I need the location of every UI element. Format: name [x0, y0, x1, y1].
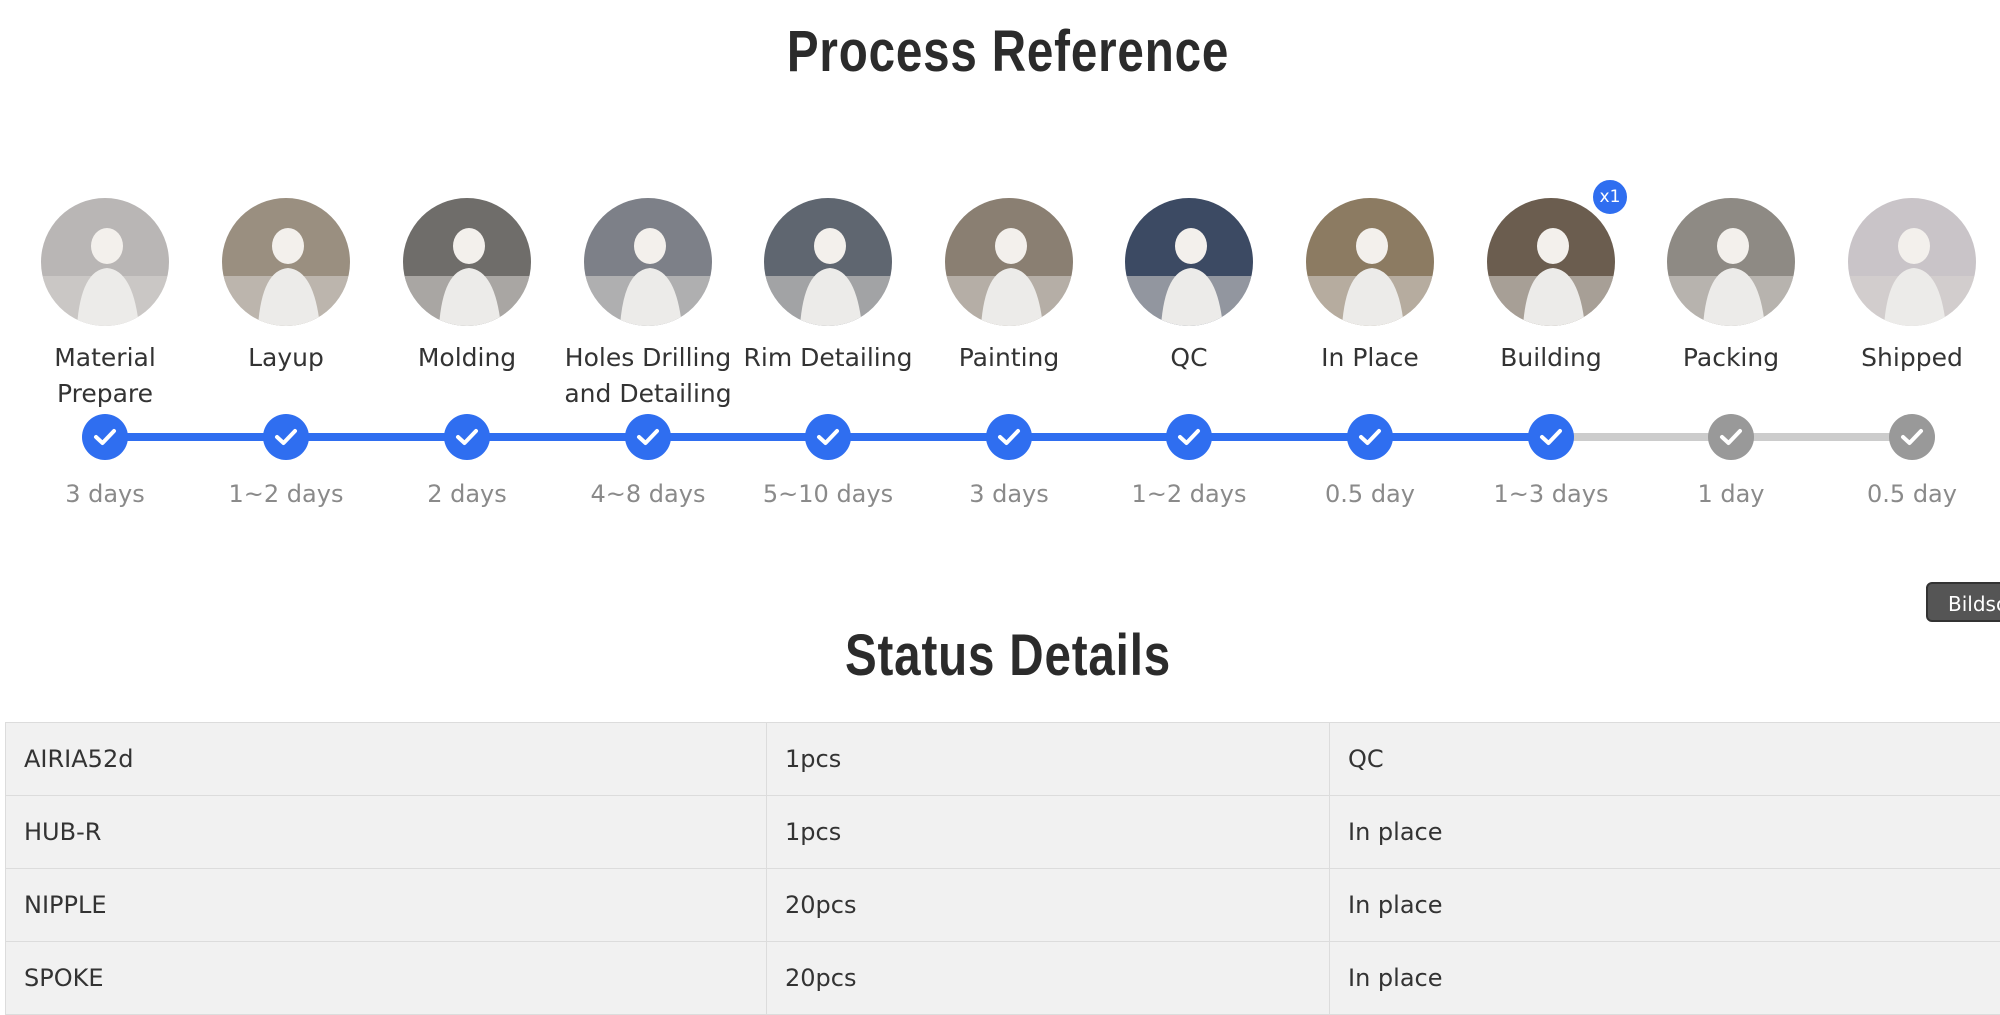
process-step: Molding 2 days [377, 198, 557, 508]
process-step: Shipped 0.5 day [1822, 198, 2000, 508]
step-photo [1125, 198, 1253, 326]
check-icon [625, 414, 671, 460]
status-cell: In place [1330, 869, 2000, 942]
step-duration: 1~2 days [196, 480, 376, 508]
check-icon [1347, 414, 1393, 460]
check-icon [82, 414, 128, 460]
step-duration: 1~3 days [1461, 480, 1641, 508]
process-step: Material Prepare 3 days [15, 198, 195, 508]
step-duration: 1 day [1641, 480, 1821, 508]
step-photo [222, 198, 350, 326]
check-icon [1708, 414, 1754, 460]
step-label: QC [1099, 340, 1279, 412]
check-icon [263, 414, 309, 460]
step-photo [1848, 198, 1976, 326]
check-icon [444, 414, 490, 460]
check-icon [1166, 414, 1212, 460]
part-name-cell: AIRIA52d [6, 723, 767, 796]
step-photo [945, 198, 1073, 326]
process-step: Packing 1 day [1641, 198, 1821, 508]
quantity-cell: 1pcs [767, 723, 1330, 796]
step-label: Shipped [1822, 340, 2000, 412]
step-photo [41, 198, 169, 326]
step-duration: 4~8 days [558, 480, 738, 508]
step-label: Material Prepare [15, 340, 195, 412]
step-duration: 0.5 day [1280, 480, 1460, 508]
check-icon [1528, 414, 1574, 460]
status-cell: In place [1330, 796, 2000, 869]
step-duration: 2 days [377, 480, 557, 508]
check-icon [986, 414, 1032, 460]
status-cell: In place [1330, 942, 2000, 1015]
step-label: Painting [919, 340, 1099, 412]
quantity-cell: 20pcs [767, 942, 1330, 1015]
step-duration: 3 days [919, 480, 1099, 508]
step-duration: 3 days [15, 480, 195, 508]
step-label: In Place [1280, 340, 1460, 412]
part-name-cell: SPOKE [6, 942, 767, 1015]
process-step: Layup 1~2 days [196, 198, 376, 508]
quantity-badge: x1 [1591, 178, 1629, 216]
side-tab-button[interactable]: Bildsc [1926, 582, 2000, 622]
step-photo [1487, 198, 1615, 326]
process-step: Holes Drilling and Detailing 4~8 days [558, 198, 738, 508]
check-icon [805, 414, 851, 460]
step-photo [584, 198, 712, 326]
step-photo [1667, 198, 1795, 326]
step-label: Holes Drilling and Detailing [558, 340, 738, 412]
step-photo [764, 198, 892, 326]
step-label: Molding [377, 340, 557, 412]
part-name-cell: NIPPLE [6, 869, 767, 942]
quantity-cell: 20pcs [767, 869, 1330, 942]
check-icon [1889, 414, 1935, 460]
step-label: Layup [196, 340, 376, 412]
process-step: Painting 3 days [919, 198, 1099, 508]
step-label: Building [1461, 340, 1641, 412]
process-step: QC 1~2 days [1099, 198, 1279, 508]
step-duration: 5~10 days [738, 480, 918, 508]
part-name-cell: HUB-R [6, 796, 767, 869]
step-label: Rim Detailing [738, 340, 918, 412]
process-step: Building 1~3 days [1461, 198, 1641, 508]
step-photo [1306, 198, 1434, 326]
step-duration: 1~2 days [1099, 480, 1279, 508]
process-step: Rim Detailing 5~10 days [738, 198, 918, 508]
quantity-cell: 1pcs [767, 796, 1330, 869]
step-photo [403, 198, 531, 326]
status-details-title: Status Details [181, 622, 1834, 689]
step-duration: 0.5 day [1822, 480, 2000, 508]
status-cell: QC [1330, 723, 2000, 796]
step-label: Packing [1641, 340, 1821, 412]
process-step: In Place 0.5 day [1280, 198, 1460, 508]
